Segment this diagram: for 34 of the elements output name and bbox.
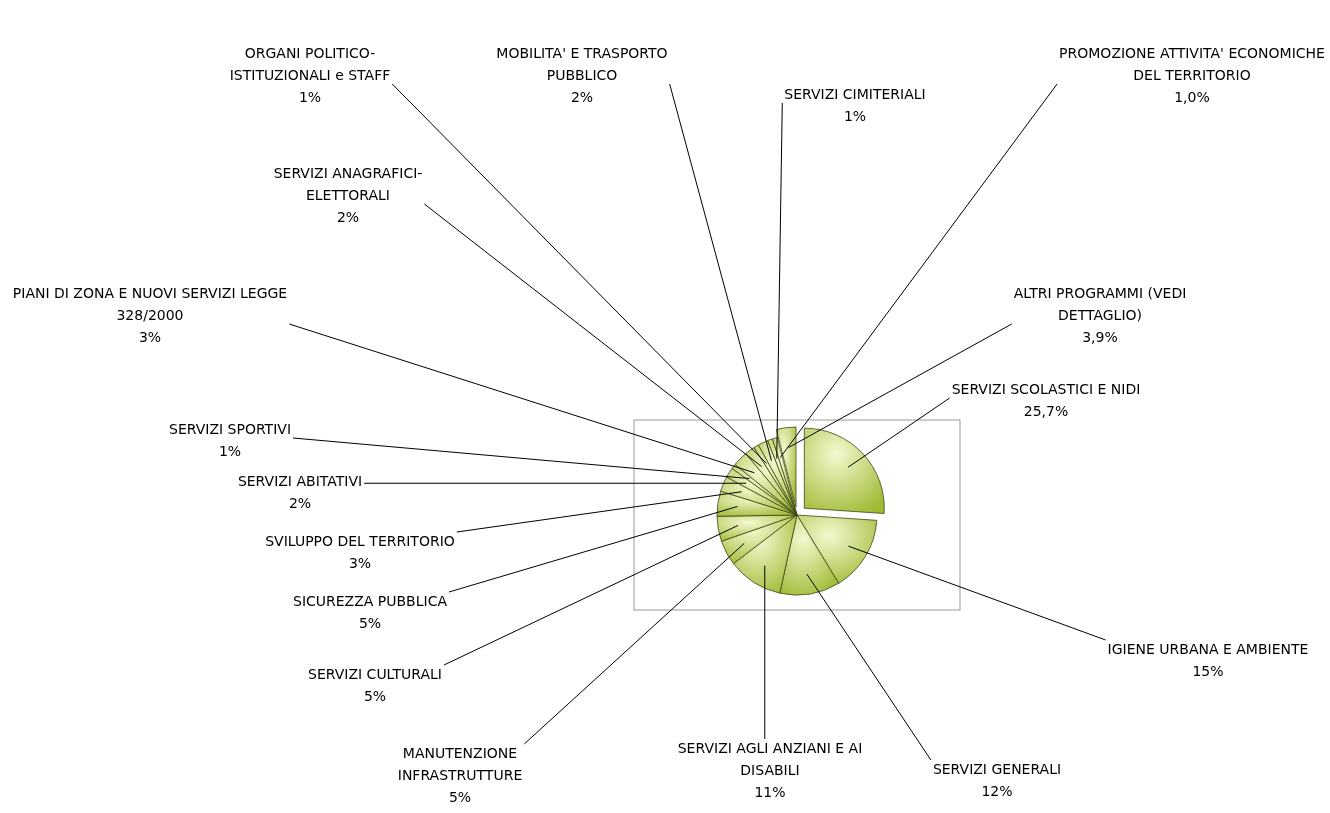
value-label: 5% — [362, 687, 388, 706]
value-label: 11% — [753, 783, 787, 802]
category-label: SERVIZI CIMITERIALI — [784, 85, 926, 104]
category-label: PIANI DI ZONA E NUOVI SERVIZI LEGGE 328/2000 — [11, 284, 289, 325]
value-label: 3,9% — [1081, 328, 1119, 347]
value-label: 1% — [842, 107, 868, 126]
value-label: 3% — [347, 554, 373, 573]
category-label: MOBILITA' E TRASPORTO PUBBLICO — [495, 44, 669, 85]
category-label: SERVIZI CULTURALI — [308, 665, 442, 684]
value-label: 2% — [569, 88, 595, 107]
value-label: 15% — [1191, 662, 1225, 681]
category-label: PROMOZIONE ATTIVITA' ECONOMICHE DEL TERRITORIO — [1058, 44, 1326, 85]
value-label: 2% — [287, 494, 313, 513]
category-label: ORGANI POLITICO- ISTITUZIONALI e STAFF — [228, 44, 392, 85]
category-label: SERVIZI SCOLASTICI E NIDI — [951, 380, 1141, 399]
value-label: 1,0% — [1173, 88, 1211, 107]
value-label: 5% — [357, 614, 383, 633]
category-label: SERVIZI AGLI ANZIANI E AI DISABILI — [676, 739, 864, 780]
value-label: 2% — [335, 208, 361, 227]
value-label: 1% — [217, 442, 243, 461]
value-label: 3% — [137, 328, 163, 347]
category-label: SVILUPPO DEL TERRITORIO — [265, 532, 455, 551]
category-label: IGIENE URBANA E AMBIENTE — [1107, 640, 1309, 659]
category-label: MANUTENZIONE INFRASTRUTTURE — [396, 744, 524, 785]
value-label: 5% — [447, 788, 473, 807]
value-label: 25,7% — [1022, 402, 1070, 421]
value-label: 1% — [297, 88, 323, 107]
category-label: SICUREZZA PUBBLICA — [293, 592, 447, 611]
category-label: SERVIZI SPORTIVI — [169, 420, 291, 439]
category-label: SERVIZI GENERALI — [932, 760, 1062, 779]
category-label: ALTRI PROGRAMMI (VEDI DETTAGLIO) — [1012, 284, 1188, 325]
category-label: SERVIZI ABITATIVI — [237, 472, 363, 491]
value-label: 12% — [980, 782, 1014, 801]
category-label: SERVIZI ANAGRAFICI- ELETTORALI — [272, 164, 424, 205]
